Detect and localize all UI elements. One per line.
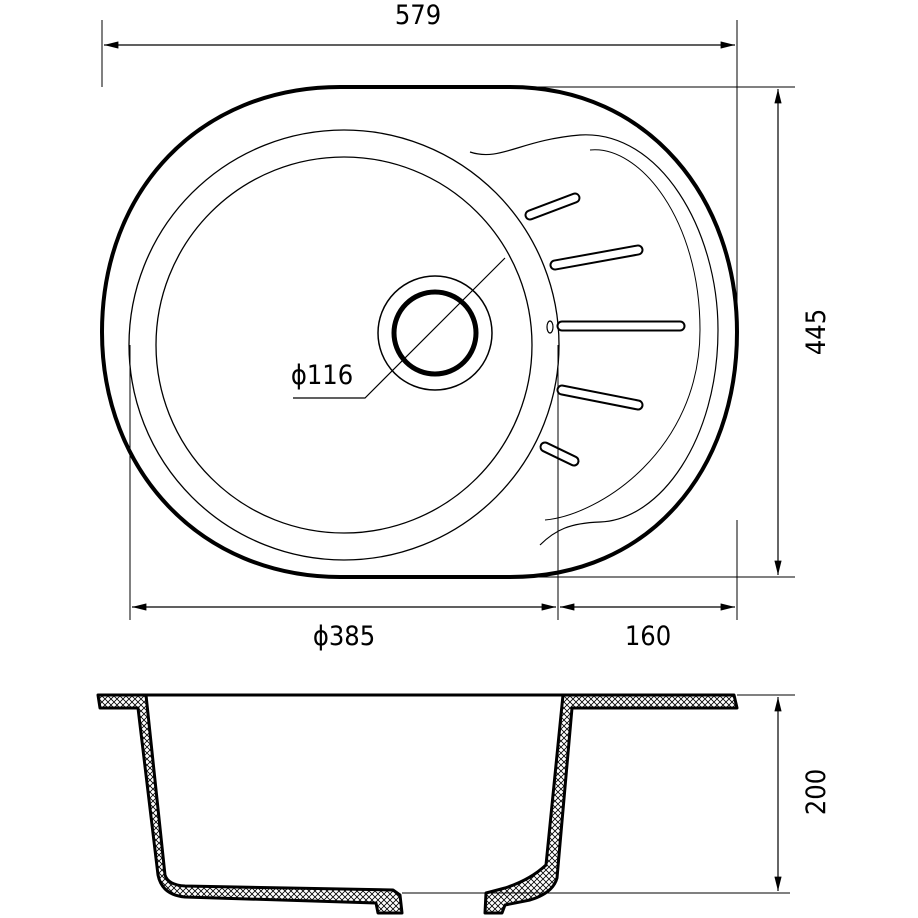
dim-overall-depth: 445 [801,309,832,355]
dim-overall-width: 579 [395,0,441,31]
dim-drainboard-width: 160 [625,621,671,652]
section-left [96,693,404,915]
dim-drain-diameter: ϕ116 [291,360,353,391]
dim-bowl-diameter: ϕ385 [313,621,375,652]
section-view [96,693,795,915]
drain-leader [293,257,506,399]
bowl-rim [128,129,560,561]
drainboard-outline [469,134,719,546]
drainboard-grooves [524,192,686,467]
drain-hole [391,289,479,377]
overflow-hole [546,320,554,334]
drain-outer [377,275,493,391]
top-view [99,20,795,620]
bowl-inner [155,156,533,534]
section-right [483,693,739,915]
dim-bowl-height: 200 [801,769,832,815]
sink-outline [99,85,740,579]
